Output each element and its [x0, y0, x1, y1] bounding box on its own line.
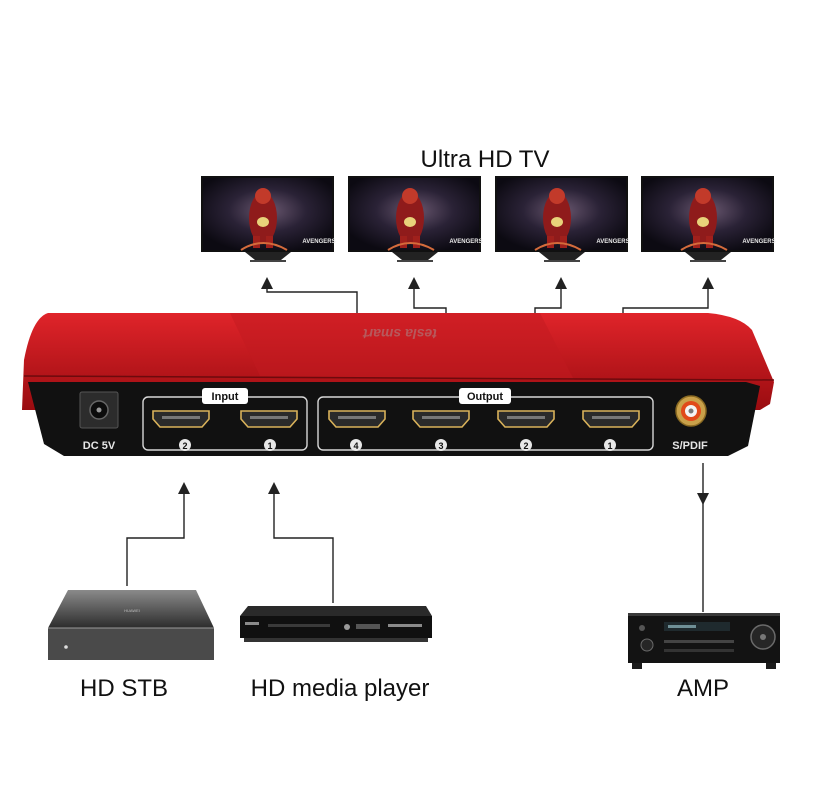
input-connector-lines [126, 463, 704, 612]
amplifier-image [628, 613, 780, 669]
tv-screen-text: AVENGERS [302, 239, 335, 245]
set-top-box-image: HUAWEI [48, 590, 214, 660]
hdmi-input-port-1 [240, 410, 298, 428]
arrow-up-icon [268, 482, 280, 494]
input-line-stb [126, 490, 185, 586]
arrow-up-icon [555, 277, 567, 289]
hdmi-output-port-3 [412, 410, 470, 428]
diagram-heading: Ultra HD TV [421, 146, 550, 173]
hdmi-output-port-4 [328, 410, 386, 428]
dc-power-label: DC 5V [83, 440, 116, 452]
output-arrowheads [261, 277, 714, 289]
device-front-panel [28, 382, 760, 456]
hdmi-output-port-1 [582, 410, 640, 428]
arrow-up-icon [408, 277, 420, 289]
tv-screen-text: AVENGERS [449, 239, 482, 245]
hdmi-splitter-device: tesla smart DC 5V Input 2 1 Output 4 3 2 [22, 313, 775, 456]
arrow-up-icon [178, 482, 190, 494]
output-port-number: 3 [438, 441, 443, 451]
input-line-player [273, 490, 334, 603]
tv-display-2: AVENGERS [494, 175, 630, 263]
hdmi-input-port-2 [152, 410, 210, 428]
output-port-number: 1 [607, 441, 612, 451]
input-port-number: 1 [267, 441, 272, 451]
spdif-label: S/PDIF [672, 440, 708, 452]
output-port-number: 4 [353, 441, 358, 451]
output-port-number: 2 [523, 441, 528, 451]
media-player-label: HD media player [251, 675, 430, 702]
input-arrowheads [178, 482, 709, 505]
stb-label: HD STB [80, 675, 168, 702]
arrow-down-icon [697, 493, 709, 505]
tv-display-4: AVENGERS [200, 175, 336, 263]
tv-display-1: AVENGERS [640, 175, 776, 263]
input-port-number: 2 [182, 441, 187, 451]
amp-label: AMP [677, 675, 729, 702]
tv-display-3: AVENGERS [347, 175, 483, 263]
stb-brand-mark: HUAWEI [124, 608, 140, 613]
media-player-image [240, 606, 432, 642]
input-group-label: Input [212, 391, 239, 403]
arrow-up-icon [702, 277, 714, 289]
hdmi-output-port-2 [497, 410, 555, 428]
device-brand-mark: tesla smart [362, 326, 437, 342]
tv-screen-text: AVENGERS [596, 239, 629, 245]
tv-screen-text: AVENGERS [742, 239, 775, 245]
output-group-label: Output [467, 391, 503, 403]
arrow-up-icon [261, 277, 273, 289]
